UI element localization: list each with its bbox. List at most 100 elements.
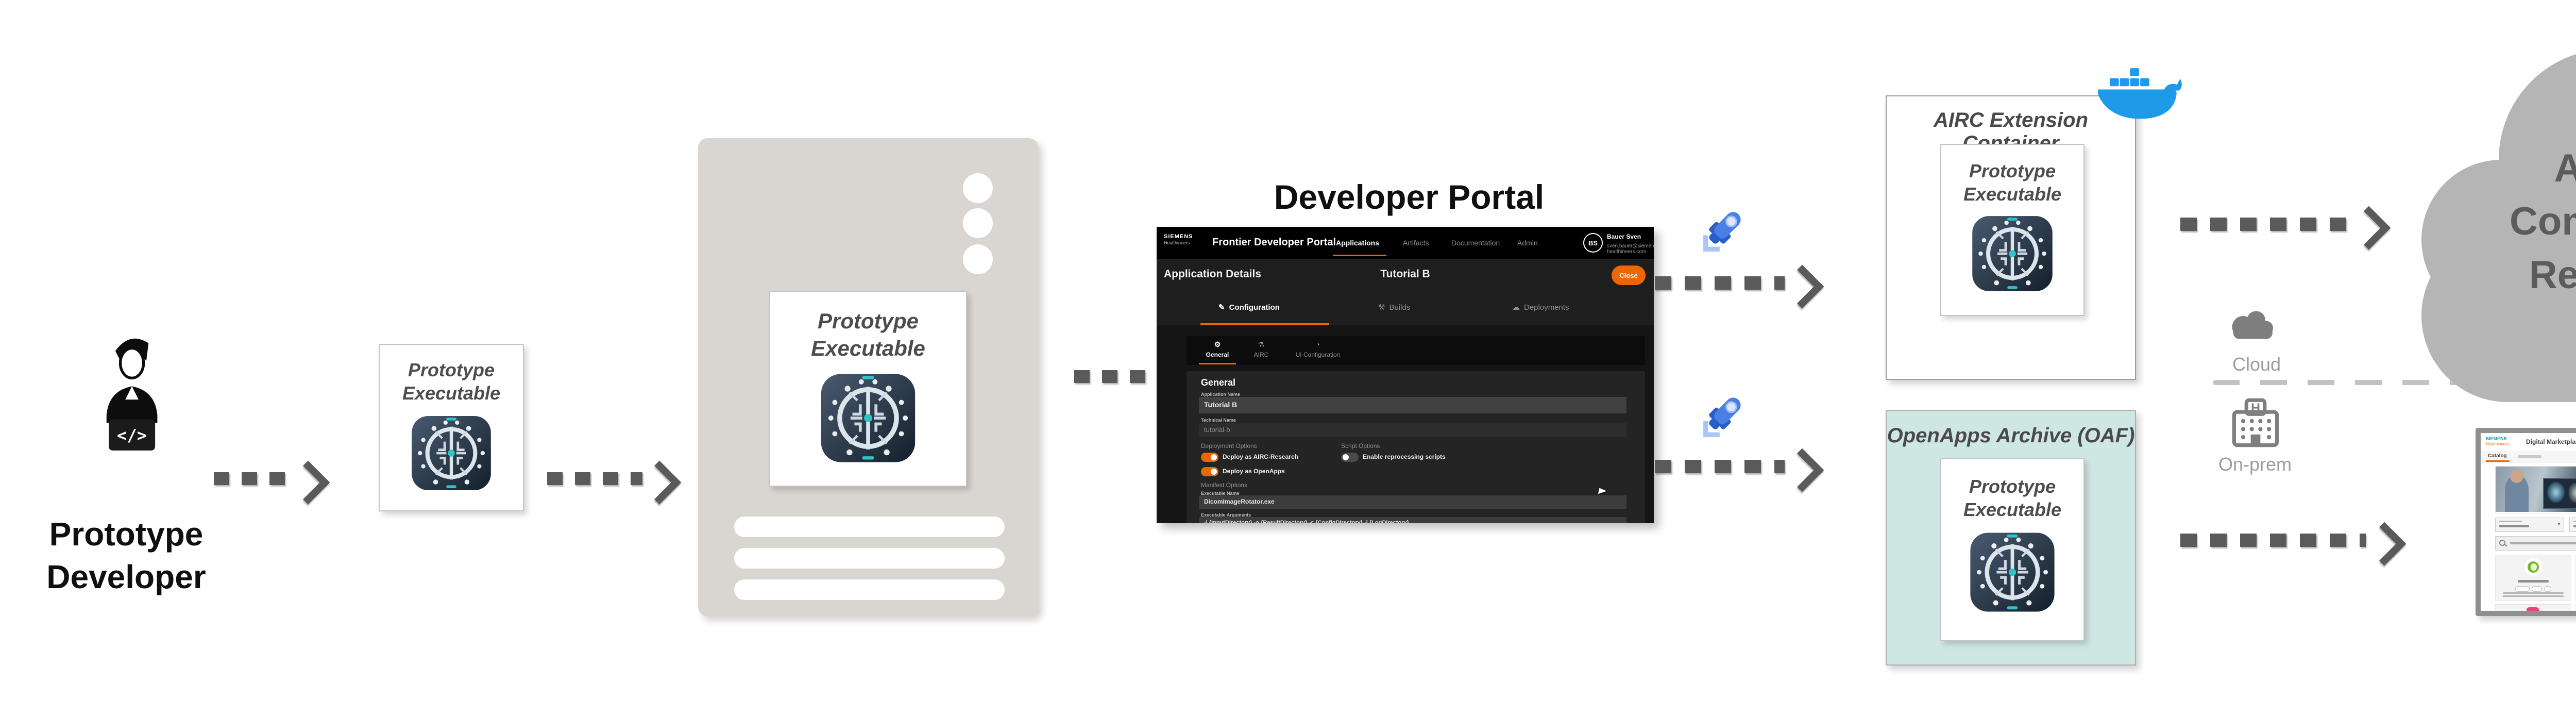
marketplace-screen: SIEMENS Healthineers Digital Marketplace…	[2481, 433, 2576, 611]
airc-research-cloud: AI-Rad Companion Research	[2421, 49, 2576, 405]
subtab-active-underline	[1199, 363, 1236, 364]
hero-image	[2496, 467, 2576, 512]
prototype-developer-label: Prototype Developer	[46, 516, 206, 596]
executable-name-field[interactable]: DicomImageRotator.exe	[1199, 495, 1626, 509]
tab-builds[interactable]: ⚒Builds	[1378, 303, 1411, 312]
hammer-icon: ⚒	[1378, 303, 1385, 312]
green-ring-app-icon	[2528, 561, 2539, 573]
app-chip-icon	[1969, 212, 2056, 295]
portal-nav-documentation[interactable]: Documentation	[1451, 239, 1500, 247]
cloud-platform-label: AI-Rad Companion Research	[2510, 146, 2576, 297]
arrow-portal-to-airc-head	[1780, 264, 1824, 309]
onprem-env-label: On-prem	[2218, 454, 2292, 475]
toggle-label: Deploy as AIRC-Research	[1223, 453, 1298, 460]
toggle-label: Enable reprocessing scripts	[1363, 453, 1446, 460]
field-label: Application Name	[1201, 392, 1241, 397]
prototype-executable-card: Prototype Executable	[379, 344, 524, 511]
subtab-ui-configuration[interactable]: ◔UI Configuration	[1284, 339, 1351, 359]
tab-deployments[interactable]: ☁Deployments	[1512, 303, 1569, 312]
onprem-hospital-icon	[2229, 397, 2282, 451]
server-led	[963, 208, 993, 238]
siemens-logo: SIEMENS Healthineers	[2486, 436, 2509, 446]
toggle-openapps[interactable]	[1201, 467, 1218, 476]
toggle-airc-research[interactable]	[1201, 453, 1218, 462]
siemens-logo: SIEMENS Healthineers	[1164, 234, 1193, 245]
arrow-exe-to-server	[547, 472, 642, 485]
pink-flower-app-icon	[2527, 607, 2539, 611]
user-name: Bauer Sven	[1607, 233, 1641, 240]
mk-header: SIEMENS Healthineers Digital Marketplace…	[2481, 433, 2576, 451]
prototype-executable-card: Prototype Executable	[1940, 458, 2084, 641]
build-server: Prototype Executable	[698, 138, 1038, 616]
pencil-icon: ✎	[1218, 303, 1225, 312]
toggle-label: Deploy as OpenApps	[1223, 468, 1285, 475]
arrow-dev-to-exe-head	[286, 460, 330, 505]
openapps-archive-container: OpenApps Archive (OAF) Prototype Executa…	[1886, 410, 2136, 666]
search-icon-handle	[2504, 544, 2507, 547]
prototype-executable-card: Prototype Executable	[769, 291, 967, 487]
flask-icon: ⚗	[1258, 340, 1265, 348]
cloud-onprem-divider	[2213, 380, 2576, 385]
airc-extension-container: AIRC Extension Container Prototype Execu…	[1886, 95, 2136, 380]
arrow-exe-to-server-head	[637, 460, 682, 505]
server-slot	[734, 548, 1005, 569]
prototype-developer-icon	[101, 331, 162, 458]
field-label: Executable Name	[1201, 491, 1240, 496]
cloud-icon: ☁	[1512, 303, 1520, 312]
deploy-rocket-icon	[1695, 390, 1749, 443]
field-label: Technical Name	[1201, 418, 1236, 423]
app-name-heading: Tutorial B	[1380, 268, 1430, 280]
tab-catalog[interactable]: Catalog	[2488, 453, 2507, 459]
filter-manufacturer[interactable]: ▼	[2569, 518, 2576, 532]
filter-application-family[interactable]: ▼	[2495, 518, 2564, 532]
portal-nav-applications[interactable]: Applications	[1336, 239, 1380, 247]
tab-active-underline	[1200, 323, 1329, 325]
user-avatar[interactable]: BS	[1583, 233, 1603, 253]
field-label: Executable Arguments	[1201, 512, 1251, 518]
prototype-executable-card: Prototype Executable	[1940, 144, 2084, 316]
portal-nav-admin[interactable]: Admin	[1517, 239, 1538, 247]
portal-topbar: SIEMENS Healthineers Frontier Developer …	[1157, 227, 1654, 259]
arrow-airc-to-cloud	[2180, 218, 2350, 231]
server-slot	[734, 579, 1005, 600]
app-card[interactable]	[2495, 604, 2571, 611]
tab-order-items[interactable]	[2518, 455, 2541, 458]
gear-icon: ⚙	[1214, 340, 1221, 348]
technical-name-field[interactable]: tutorial-b	[1199, 423, 1626, 437]
app-chip-icon	[1967, 528, 2058, 616]
app-card[interactable]	[2495, 555, 2571, 601]
chevron-down-icon: ▼	[2557, 522, 2561, 527]
marketplace-monitor: SIEMENS Healthineers Digital Marketplace…	[2476, 428, 2576, 616]
cloud-env-label: Cloud	[2232, 354, 2281, 375]
subtab-airc[interactable]: ⚗AIRC	[1243, 339, 1279, 359]
mouse-cursor	[1598, 488, 1607, 496]
deploy-rocket-icon	[1695, 204, 1749, 258]
server-slot	[734, 517, 1005, 537]
search-icon	[2499, 540, 2505, 546]
tab-configuration[interactable]: ✎Configuration	[1218, 303, 1280, 312]
form-section-heading: General	[1201, 377, 1236, 388]
arrow-portal-to-oaf	[1655, 460, 1785, 473]
toggle-reprocessing[interactable]	[1341, 453, 1359, 462]
docker-icon	[2095, 67, 2182, 126]
portal-app-title: Frontier Developer Portal	[1212, 237, 1336, 248]
search-input[interactable]	[2495, 536, 2576, 551]
subtab-general[interactable]: ⚙General	[1197, 339, 1238, 359]
portal-form: General Application Name Tutorial B Tech…	[1187, 371, 1645, 523]
cloud-env-icon	[2228, 307, 2282, 343]
user-email: sven.bauer@siemens-healthineers.com	[1607, 243, 1654, 255]
server-led	[963, 244, 993, 274]
executable-arguments-field[interactable]: -i {InputDirectory} -o {ResultDirectory}…	[1199, 517, 1626, 523]
arrow-airc-to-cloud-head	[2347, 206, 2391, 250]
nav-active-underline	[1333, 255, 1386, 256]
app-chip-icon	[408, 412, 495, 494]
arrow-oaf-to-marketplace-head	[2362, 522, 2406, 566]
options-heading: Deployment Options	[1201, 442, 1257, 450]
close-button[interactable]: Close	[1612, 265, 1646, 285]
mk-hero: ▼ Welcome to the Digital Marketplace SIE…	[2495, 466, 2576, 513]
application-name-field[interactable]: Tutorial B	[1199, 397, 1626, 413]
server-led	[963, 173, 993, 203]
options-heading: Script Options	[1341, 442, 1380, 450]
portal-nav-artifacts[interactable]: Artifacts	[1403, 239, 1429, 247]
clock-icon: ◔	[1315, 340, 1320, 348]
